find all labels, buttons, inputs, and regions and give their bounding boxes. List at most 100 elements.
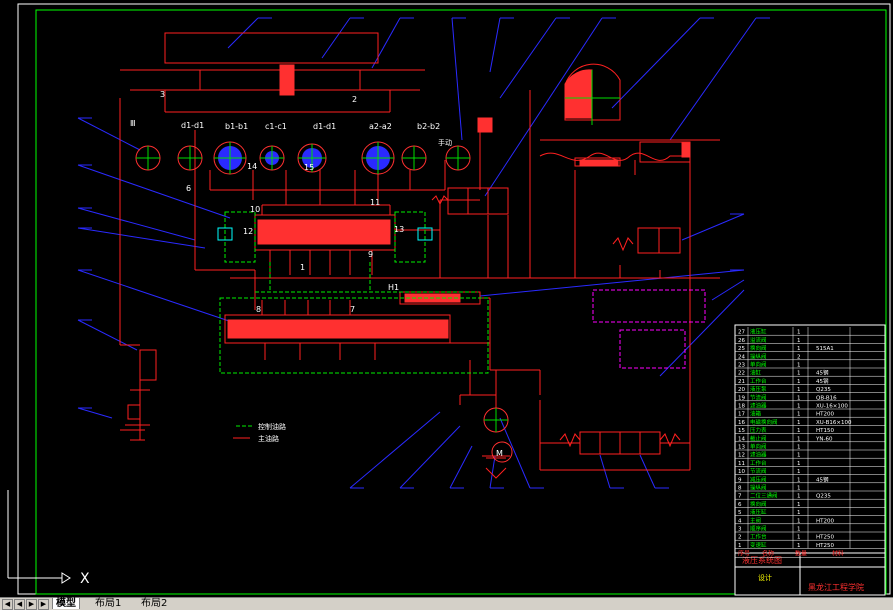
magenta-dashed-box (592, 289, 706, 369)
cad-drawing-canvas[interactable]: Ⅲ d1-d1 b1-b1 c1-c1 d1-d1 a2-a2 b2-b2 手动… (0, 0, 893, 597)
tab-layout2[interactable]: 布局2 (141, 598, 168, 609)
label-g2: b1-b1 (225, 122, 248, 131)
title-block-cell: 压力表 (750, 426, 767, 434)
tab-model[interactable]: 模型 (52, 598, 80, 609)
title-block-cell: 1 (797, 486, 801, 492)
title-block-header: 序号 名称 数量 材料 (735, 549, 885, 558)
title-block-cell: 1 (797, 363, 801, 369)
title-block-cell: 减压阀 (750, 475, 767, 483)
title-block-cell: 1 (797, 543, 801, 549)
tab-layout1[interactable]: 布局1 (95, 598, 122, 609)
title-block-cell: XU-16×100 (816, 404, 848, 410)
title-block-cell: XU-B16×100 (816, 420, 852, 426)
label-g3: c1-c1 (265, 122, 287, 131)
label-n12: 12 (243, 227, 253, 236)
title-block-cell: 工作台 (750, 459, 767, 467)
designer-label: 设计 (758, 573, 772, 582)
title-block-cell: 油缸 (750, 369, 762, 377)
title-block-cell: 1 (797, 371, 801, 377)
school-name: 黑龙江工程学院 (808, 582, 864, 592)
title-block-cell: HT150 (816, 428, 834, 434)
title-block-cell: 二位三通阀 (750, 492, 778, 500)
drawing-title: 液压系统图 (742, 555, 782, 565)
title-block-cell: 1 (797, 527, 801, 533)
ucs-icon (7, 490, 71, 584)
title-block-cell: 1 (797, 420, 801, 426)
title-block-cell: 1 (797, 518, 801, 524)
legend-main-text: 主油路 (258, 434, 279, 443)
title-block-cell: 截止阀 (750, 434, 767, 442)
title-block-cell: 4 (738, 518, 742, 524)
title-block-cell: 操纵阀 (750, 484, 767, 492)
label-g5: a2-a2 (369, 122, 392, 131)
title-block-cell: 12 (738, 453, 745, 459)
title-block-cell: 1 (797, 477, 801, 483)
label-m: M (496, 449, 503, 458)
title-block-cell: 操纵阀 (750, 352, 767, 360)
gear-dials (135, 70, 620, 463)
title-block-cell: 2 (797, 354, 801, 360)
title-block-cell: 液压缸 (750, 508, 767, 516)
title-block-cell: 1 (797, 338, 801, 344)
title-block-cell: 工作台 (750, 377, 767, 385)
title-block-cell: 20 (738, 387, 745, 393)
title-block-cell: 1 (797, 387, 801, 393)
title-block-cell: 节流阀 (750, 467, 767, 475)
label-n7: 7 (350, 305, 355, 314)
title-block-header-cell: 序号 (738, 549, 750, 557)
title-block-cell: 45钢 (816, 377, 829, 385)
title-block-cell: 24 (738, 354, 745, 360)
title-block-header-cell: 材料 (832, 549, 844, 557)
title-block-cell: 溢流阀 (750, 336, 767, 344)
ucs-x-label: X (80, 571, 90, 587)
title-block-header-cell: 数量 (795, 549, 807, 557)
legend: 控制油路 主油路 (258, 422, 286, 443)
drawing-frame-inner (35, 9, 887, 595)
label-n2: 2 (352, 95, 357, 104)
title-block-cell: 节流阀 (750, 393, 767, 401)
title-block-cell: 单向阀 (750, 361, 767, 369)
title-block-cell: 1 (797, 461, 801, 467)
title-block-cell: 1 (797, 453, 801, 459)
title-block-cell: 换向阀 (750, 500, 767, 508)
title-block-cell: HT250 (816, 535, 834, 541)
title-block-cell: 515A1 (816, 346, 834, 352)
title-block-cell: HT200 (816, 412, 834, 418)
title-block-cell: 14 (738, 436, 745, 442)
label-g1: d1-d1 (181, 121, 204, 130)
title-block-cell: 1 (797, 395, 801, 401)
title-block-cell: 液压泵 (750, 385, 767, 393)
title-block-cell: 1 (797, 469, 801, 475)
first-tab-button[interactable]: ◀ (2, 599, 13, 610)
label-n10: 10 (250, 205, 260, 214)
title-block-cell: 45钢 (816, 369, 829, 377)
title-block-cell: 油箱 (750, 410, 762, 418)
title-block-cell: 16 (738, 420, 745, 426)
next-tab-button[interactable]: ▶ (26, 599, 37, 610)
cyan-valves (217, 227, 433, 241)
title-block-cell: 1 (797, 510, 801, 516)
title-block-cell: Q235 (816, 387, 831, 393)
title-block-cell: 顺序阀 (750, 525, 767, 533)
title-block-cell: 22 (738, 371, 745, 377)
title-block-cell: 1 (797, 428, 801, 434)
title-block-cell: 1 (797, 346, 801, 352)
title-block-cell: 换向阀 (750, 344, 767, 352)
title-block-cell: 5 (738, 510, 742, 516)
prev-tab-button[interactable]: ◀ (14, 599, 25, 610)
title-block-cell: 8 (738, 486, 742, 492)
title-block-header-cell: 名称 (762, 549, 774, 557)
label-n6: 6 (186, 184, 191, 193)
title-block-cell: 18 (738, 404, 745, 410)
title-block-cell: 21 (738, 379, 745, 385)
title-block-cell: 1 (797, 445, 801, 451)
last-tab-button[interactable]: ▶ (38, 599, 49, 610)
label-n11: 11 (370, 198, 380, 207)
title-block-cell: 1 (797, 502, 801, 508)
title-block-cell: 液压缸 (750, 328, 767, 336)
label-n8: 8 (256, 305, 261, 314)
title-block-cell: 15 (738, 428, 745, 434)
title-block-cell: 电磁换向阀 (750, 418, 778, 426)
